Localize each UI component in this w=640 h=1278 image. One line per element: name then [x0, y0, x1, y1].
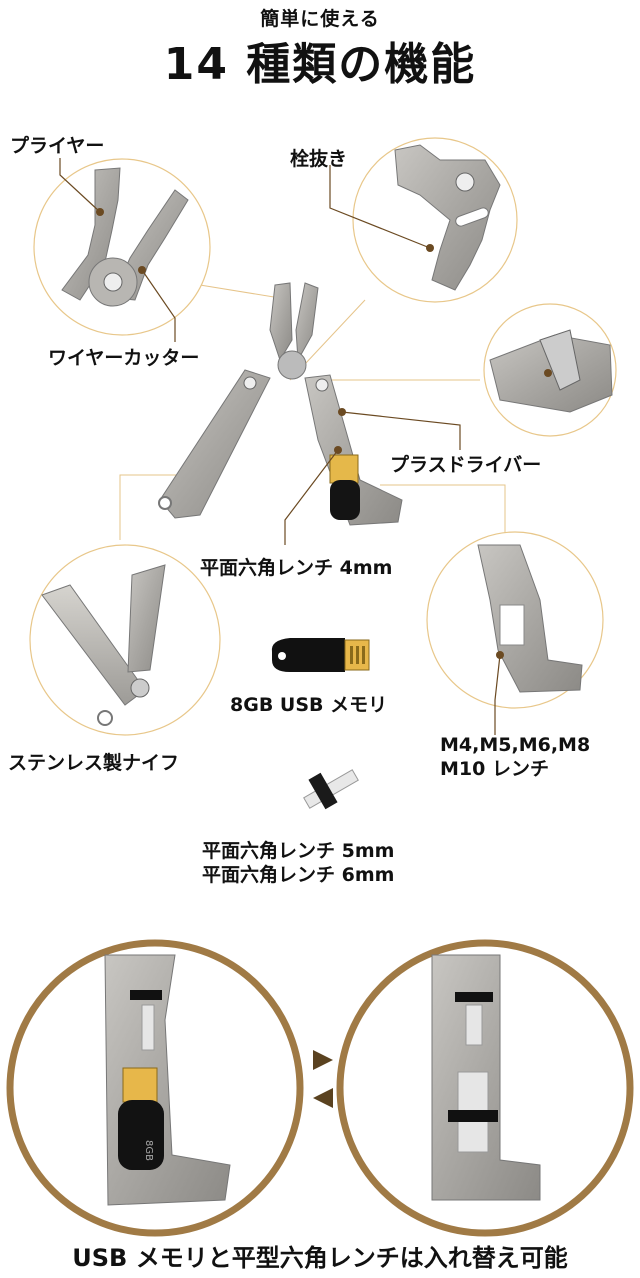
label-hex-4mm: 平面六角レンチ 4mm: [200, 557, 393, 579]
page-subtitle: 簡単に使える: [260, 8, 380, 30]
usb-in-tool: [329, 454, 360, 520]
label-hex-5-6mm: 平面六角レンチ 5mm 平面六角レンチ 6mm: [202, 840, 395, 886]
label-pliers: プライヤー: [10, 135, 105, 157]
arrow-left-icon: [313, 1088, 333, 1108]
swap-arrows: [313, 1050, 333, 1108]
label-knife: ステンレス製ナイフ: [8, 752, 180, 774]
label-wrench-sizes: M4,M5,M6,M8 M10 レンチ: [440, 734, 591, 780]
multitool-main: [158, 282, 403, 526]
label-wire-cutter: ワイヤーカッター: [48, 347, 200, 369]
usb-capacity-mark: 8GB: [143, 1140, 154, 1161]
label-phillips: プラスドライバー: [390, 454, 542, 476]
leader-lines: [59, 158, 501, 735]
pliers-detail-circle: [33, 158, 211, 336]
bottom-left-circle: 8GB: [6, 939, 304, 1237]
label-punch: 栓抜き: [290, 148, 348, 170]
punch-detail-circle: [352, 137, 518, 303]
bottom-right-circle: [336, 939, 634, 1237]
label-usb: 8GB USB メモリ: [230, 694, 388, 716]
bottom-caption: USB メモリと平型六角レンチは入れ替え可能: [72, 1244, 568, 1272]
leader-dots: [96, 208, 552, 659]
hex-wrench-bit: [303, 769, 359, 810]
arrow-right-icon: [313, 1050, 333, 1070]
page-title: 14 種類の機能: [163, 39, 477, 90]
usb-drive: [271, 638, 370, 672]
wrench-detail-circle: [426, 531, 604, 709]
knife-detail-circle: [29, 544, 221, 736]
